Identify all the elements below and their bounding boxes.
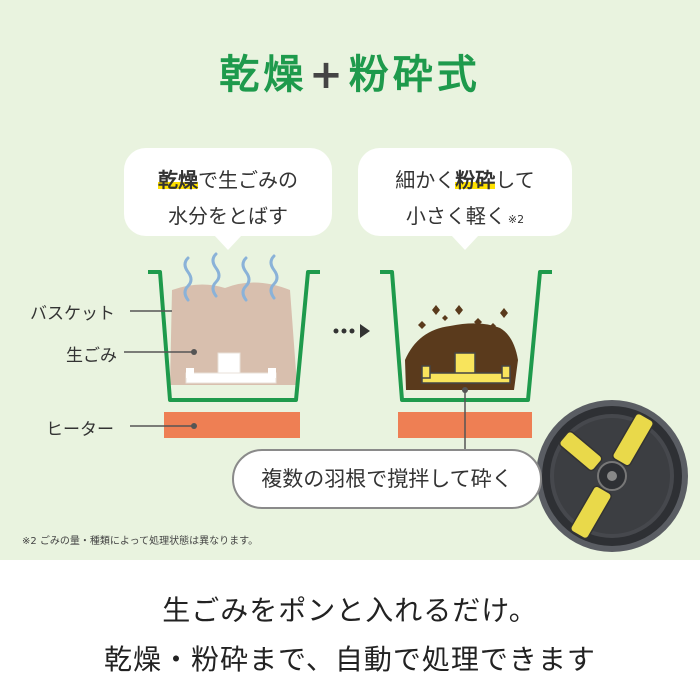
- title-crush: 粉砕式: [348, 52, 481, 98]
- crush-highlight: 粉砕: [455, 168, 496, 192]
- basket-label: バスケット: [30, 304, 115, 324]
- dry-line1-rest: で生ごみの: [198, 168, 298, 192]
- dry-bubble: 乾燥で生ごみの 水分をとばす: [124, 148, 332, 250]
- dry-bubble-line1: 乾燥で生ごみの: [124, 162, 332, 198]
- right-blade: [421, 352, 511, 384]
- crush-line1-after: して: [495, 168, 535, 192]
- stir-caption: 複数の羽根で撹拌して砕く: [232, 449, 542, 509]
- heater-label: ヒーター: [46, 420, 114, 440]
- crush-bubble: 細かく粉砕して 小さく軽く※2: [358, 148, 572, 250]
- left-basket-outline: [148, 270, 320, 402]
- bubble-tail: [451, 235, 479, 250]
- crush-line2-text: 小さく軽く: [405, 204, 506, 228]
- left-blade: [185, 352, 277, 384]
- dry-bubble-line2: 水分をとばす: [168, 204, 288, 228]
- dry-particles: [418, 305, 508, 329]
- mixing-drum-photo: [536, 400, 688, 552]
- steam-icon: [183, 252, 279, 302]
- footnote: ※2 ごみの量・種類によって処理状態は異なります。: [22, 536, 259, 547]
- crush-line1-before: 細かく: [395, 168, 456, 192]
- arrow-right-icon: [333, 324, 370, 338]
- wet-waste: [170, 282, 297, 385]
- bottom-line-1: 生ごみをポンと入れるだけ。: [162, 594, 538, 627]
- bottom-line-2: 乾燥・粉砕まで、自動で処理できます: [104, 643, 596, 676]
- process-diagram: [124, 252, 688, 552]
- title-dry: 乾燥: [219, 52, 308, 98]
- dry-highlight: 乾燥: [158, 168, 198, 192]
- bubble-tail: [214, 235, 242, 250]
- crush-bubble-line1: 細かく粉砕して: [358, 162, 572, 198]
- left-heater: [164, 412, 300, 438]
- title-plus: +: [309, 52, 347, 98]
- note-mark: ※2: [507, 213, 525, 226]
- food-waste-label: 生ごみ: [66, 346, 117, 366]
- page-title: 乾燥+粉砕式: [0, 42, 700, 100]
- crush-bubble-line2: 小さく軽く※2: [358, 198, 572, 238]
